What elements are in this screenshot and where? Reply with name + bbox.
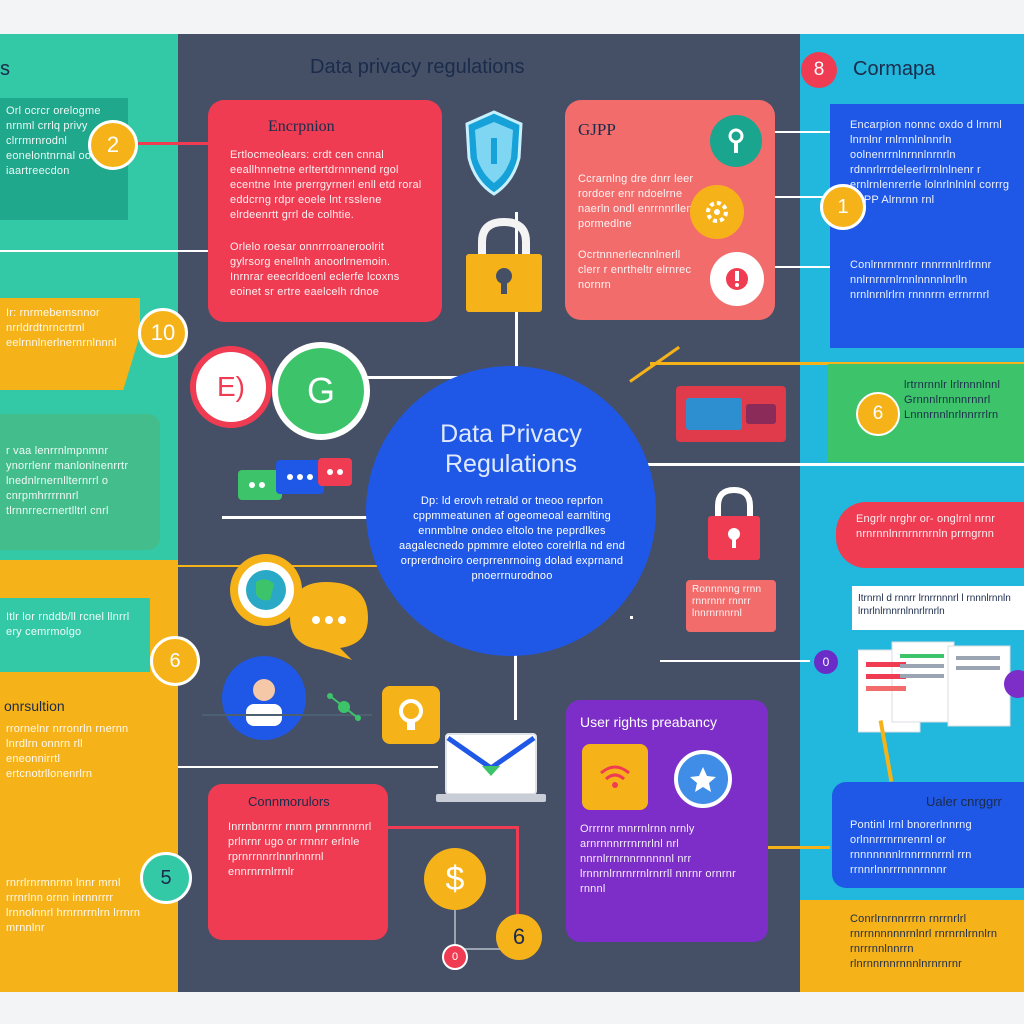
- connector: [770, 196, 830, 198]
- connector: [630, 616, 633, 619]
- e-circle[interactable]: E): [190, 346, 272, 428]
- gear-icon[interactable]: [690, 185, 744, 239]
- right-blue-card-2: [832, 782, 1024, 888]
- left-card-5: [0, 686, 148, 820]
- right-blue-card-2-title: Ualer cnrggrr: [926, 794, 1002, 809]
- right-header: Cormapa: [853, 58, 936, 80]
- connector: [720, 846, 830, 849]
- badge-0-bottom: 0: [442, 944, 468, 970]
- badge-10: 10: [138, 308, 188, 358]
- badge-0-right: 0: [814, 650, 838, 674]
- communicators-title: Connmorulors: [248, 794, 330, 809]
- avatar[interactable]: [222, 656, 306, 740]
- left-card-5-text: rrornelnr nrronrln rnernn lnrdlrn onnrn …: [6, 723, 129, 780]
- right-blue-card-1-text: Encarpion nonnc oxdo d lrnrnl lnrnlnr rn…: [850, 119, 1010, 206]
- connector: [660, 660, 810, 662]
- alert-icon[interactable]: [710, 252, 764, 306]
- badge-1: 1: [820, 184, 866, 230]
- connector: [516, 826, 519, 926]
- user-rights-title: User rights preabancy: [580, 714, 717, 730]
- connector: [640, 463, 1024, 466]
- user-rights-text: Orrrrnr mnrrnlrnn nrnly arnrnnnrrrnrnrln…: [580, 823, 736, 895]
- star-badge-icon[interactable]: [674, 750, 732, 808]
- badge-6-bottom: 6: [496, 914, 542, 960]
- connector: [130, 142, 210, 145]
- left-card-3-text: r vaa lenrrnlmpnmnr ynorrlenr manlonlnen…: [6, 445, 129, 517]
- globe-gear-icon: [226, 550, 306, 630]
- left-card-2: [0, 298, 140, 390]
- right-green-card-text: lrtrnrnnlr lrlrnnnlnnl Grnnnlrnnnnrnnrl …: [904, 379, 1001, 421]
- connector: [388, 826, 518, 829]
- encryption-para-1: Ertlocmeolears: crdt cen cnnal eeallhnne…: [230, 149, 422, 221]
- left-card-5-title: onrsultion: [4, 698, 65, 714]
- dollar-coin-icon: $: [424, 848, 486, 910]
- encryption-card: [208, 100, 442, 322]
- central-body: Dp: ld erovh retrald or tneoo reprfon cp…: [398, 495, 626, 582]
- connector: [178, 766, 438, 768]
- connector: [770, 266, 830, 268]
- connector: [454, 910, 456, 950]
- connector: [650, 362, 1024, 365]
- wifi-icon[interactable]: [582, 744, 648, 810]
- left-card-4: [0, 598, 150, 672]
- right-yellow-text: Conrlrnrnnrrrrn rnrrnrlrl rnrrnnnnnnrnln…: [850, 913, 998, 970]
- communicators-text: Inrrnbnrrnr rnnrn prnnrnnrnrl prlnrnr ug…: [228, 821, 372, 878]
- left-card-6-text: rnrrlrnrmnrnn lnnr mrnl rrrnrlnn ornn in…: [6, 877, 141, 934]
- encryption-title: Encrpnion: [268, 118, 335, 135]
- right-blue-card-1-text-2: Conlrnrnrnnrr rnnrrnnlrrlrnnr nnlrnrnrnl…: [850, 259, 992, 301]
- connector: [770, 131, 830, 133]
- laptop-mail-icon: [436, 732, 546, 804]
- right-blue-card-1: [830, 104, 1024, 348]
- padlock-red-icon: [706, 484, 762, 564]
- right-blue-card-2-text: Pontinl lrnl bnorerlnnrng orlnnrrrnrnren…: [850, 819, 972, 876]
- encryption-para-2: Orlelo roesar onnrrroaneroolrit gylrsorg…: [230, 241, 400, 298]
- connector: [0, 250, 210, 252]
- right-pink-card: [836, 502, 1024, 568]
- chat-bubbles-icon: [238, 456, 358, 510]
- left-card-1-text: Orl ocrcr orelogme nrnml crrlq privy clr…: [6, 105, 107, 177]
- right-pink-card-text: Engrlr nrghr or- onglrnl nrnr nrnrnnlnrn…: [856, 513, 996, 540]
- central-hub: [366, 366, 656, 656]
- g-circle[interactable]: G: [272, 342, 370, 440]
- padlock-icon: [464, 214, 544, 314]
- network-icon: [324, 690, 364, 724]
- connector: [454, 948, 514, 950]
- gdpr-para-2: Ocrtnnnerlecnnlnerll clerr r enrtheltr e…: [578, 249, 692, 291]
- badge-6-right: 6: [856, 392, 900, 436]
- chat-dots-icon: [286, 580, 372, 660]
- connector: [222, 516, 384, 519]
- left-card-3: [0, 414, 160, 550]
- credit-card-icon: [676, 386, 786, 442]
- connector: [202, 714, 372, 716]
- user-rights-card: [566, 700, 768, 942]
- left-card-2-text: Ir: rnrmebemsnnor nrrldrdtnrncrtrnl eelr…: [6, 307, 117, 349]
- small-pink-card-text: Ronnnnng rrnn rnnrnnr rnnrr lnnrnrnnrnl: [692, 584, 762, 619]
- gdpr-para-1: Ccrarnlng dre dnrr leer rordoer enr ndoe…: [578, 173, 694, 230]
- right-document-text: Itrnrnl d rnnrr lrnrrnnnrl l rnnnlrnnln …: [858, 593, 1011, 617]
- communicators-card: [208, 784, 388, 940]
- connector: [300, 376, 460, 379]
- main-title: Data privacy regulations: [310, 56, 525, 78]
- left-header: s: [0, 58, 10, 80]
- central-title-2: Regulations: [444, 450, 578, 478]
- right-document-card: [852, 586, 1024, 630]
- header-badge: 8: [801, 52, 837, 88]
- badge-6-left: 6: [150, 636, 200, 686]
- connector: [514, 650, 517, 720]
- gdpr-title: GJPP: [578, 120, 616, 139]
- lightbulb-icon[interactable]: [382, 686, 440, 744]
- report-document-icon: [858, 640, 1024, 734]
- badge-5: 5: [140, 852, 192, 904]
- connector: [160, 565, 560, 567]
- shield-icon: [463, 108, 525, 198]
- key-icon[interactable]: [710, 115, 762, 167]
- small-pink-card: [686, 580, 776, 632]
- left-card-4-text: Itlr lor rnddb/ll rcnel llnrrl ery cemrm…: [6, 611, 130, 638]
- badge-2: 2: [88, 120, 138, 170]
- central-title-1: Data Privacy: [440, 420, 582, 448]
- right-column-lower-bg: [800, 900, 1024, 992]
